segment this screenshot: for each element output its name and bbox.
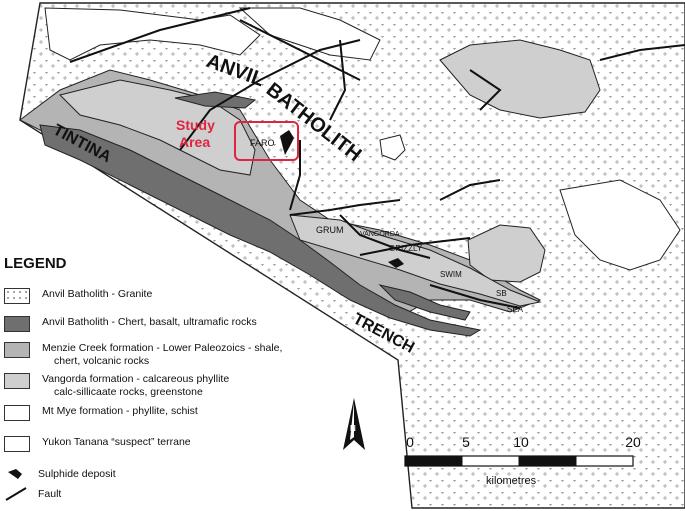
label-sb: SB — [496, 289, 507, 298]
legend-item-label: Yukon Tanana “suspect” terrane — [42, 436, 191, 448]
scale-bar — [404, 455, 634, 467]
vangorda-unit-east — [467, 224, 546, 283]
yukon-tanana-swatch — [4, 436, 30, 452]
vangorda-unit-north — [439, 39, 601, 119]
yukon-tanana-unit — [238, 7, 381, 61]
legend-title: LEGEND — [4, 255, 67, 272]
vangorda-swatch — [4, 373, 30, 389]
legend-item-granite: Anvil Batholith - Granite — [4, 288, 152, 304]
menzie-swatch — [4, 342, 30, 358]
legend-sulphide-label: Sulphide deposit — [38, 468, 116, 480]
north-arrow — [343, 398, 365, 450]
label-sea: SEA — [507, 305, 524, 314]
legend-item-label: Anvil Batholith - Granite — [42, 288, 153, 300]
mt-mye-swatch — [4, 405, 30, 421]
granite-swatch — [4, 288, 30, 304]
sulphide-deposit-icon — [8, 469, 22, 479]
legend-item-label: Mt Mye formation - phyllite, schist — [42, 405, 198, 417]
scale-tick-10: 10 — [513, 434, 529, 450]
scale-tick-0: 0 — [406, 434, 414, 450]
label-area: Area — [179, 134, 210, 150]
label-grizzly: GRIZZLY — [389, 244, 423, 253]
legend-item-label: Anvil Batholith - Chert, basalt, ultrama… — [42, 316, 257, 328]
label-vangorda: VANGORDA — [360, 231, 400, 238]
legend-item-chert: Anvil Batholith - Chert, basalt, ultrama… — [4, 316, 257, 332]
legend-item-fault: Fault — [4, 484, 61, 504]
chert-swatch — [4, 316, 30, 332]
scale-tick-20: 20 — [625, 434, 641, 450]
chert-basalt-lens-2 — [378, 284, 471, 321]
legend-item-label-2: calc-sillicaate rocks, greenstone — [54, 386, 203, 398]
mt-mye-unit — [44, 7, 261, 61]
fault-lines — [69, 7, 685, 309]
legend-fault-label: Fault — [38, 488, 62, 500]
legend-item-yukon-tanana: Yukon Tanana “suspect” terrane — [4, 436, 191, 452]
scale-tick-5: 5 — [462, 434, 470, 450]
study-area-box — [234, 121, 299, 161]
legend-item-label-2: chert, volcanic rocks — [54, 355, 150, 367]
faro-deposit — [280, 130, 294, 155]
chert-basalt-unit — [39, 124, 482, 337]
legend-item-menzie: Menzie Creek formation - Lower Paleozoic… — [4, 342, 282, 368]
scale-unit-label: kilometres — [486, 475, 537, 487]
label-north: N — [350, 424, 356, 433]
legend-item-label: Menzie Creek formation - Lower Paleozoic… — [42, 342, 283, 354]
legend-item-mt-mye: Mt Mye formation - phyllite, schist — [4, 405, 198, 421]
legend-item-vangorda: Vangorda formation - calcareous phyllite… — [4, 373, 229, 399]
fault-line-icon — [5, 487, 27, 501]
legend-item-label: Vangorda formation - calcareous phyllite — [42, 373, 230, 385]
label-study: Study — [176, 117, 215, 133]
grizzly-deposit — [388, 258, 404, 268]
label-grum: GRUM — [316, 225, 344, 235]
label-faro: FARO — [250, 138, 275, 148]
legend-item-sulphide: Sulphide deposit — [4, 466, 116, 482]
vangorda-unit-belt — [289, 214, 542, 307]
mt-mye-unit-small — [379, 134, 406, 161]
mt-mye-unit-east — [559, 179, 681, 271]
label-swim: SWIM — [440, 270, 462, 279]
